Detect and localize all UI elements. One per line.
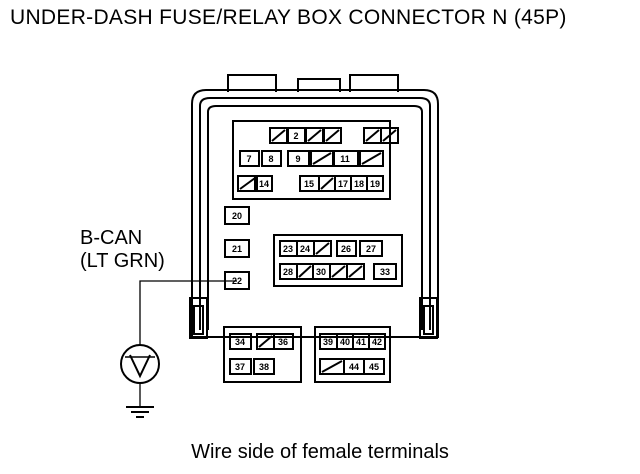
terminal-34 — [229, 333, 252, 350]
terminal-label: 20 — [232, 211, 242, 221]
terminal-36 — [273, 333, 294, 350]
terminal-label: 23 — [283, 244, 293, 254]
terminal-label: 34 — [235, 337, 245, 347]
probe-wire — [139, 280, 237, 345]
terminal-label: 26 — [341, 244, 351, 254]
terminal-label: 18 — [354, 179, 364, 189]
terminal-label: 22 — [232, 276, 242, 286]
terminal-42 — [368, 333, 386, 350]
terminal-20 — [224, 206, 250, 225]
terminal-label: 9 — [295, 154, 300, 164]
terminal-label: 40 — [340, 337, 350, 347]
terminal-label: 27 — [366, 244, 376, 254]
terminal-7 — [239, 150, 260, 167]
terminal-label: 33 — [380, 267, 390, 277]
terminal-label: 36 — [278, 337, 288, 347]
connector-inner-wall — [199, 97, 431, 330]
latch-tab-center — [297, 78, 341, 92]
ground-icon — [126, 406, 154, 418]
voltmeter-icon — [120, 344, 160, 384]
latch-tab-left — [227, 74, 277, 92]
terminal-label: 11 — [340, 154, 350, 164]
terminal-group-bottom-left — [223, 326, 302, 383]
terminal-label: 24 — [300, 244, 310, 254]
terminal-label: 17 — [338, 179, 348, 189]
lock-tab-right-inner — [423, 305, 434, 335]
terminal-label: 42 — [372, 337, 382, 347]
terminal-27 — [359, 240, 383, 257]
terminal-label: 38 — [259, 362, 269, 372]
terminal-label: 45 — [369, 362, 379, 372]
terminal-label: 14 — [259, 179, 269, 189]
terminal-37 — [229, 358, 252, 375]
diagram-title: UNDER-DASH FUSE/RELAY BOX CONNECTOR N (4… — [10, 6, 567, 29]
lock-tab-left — [189, 297, 208, 339]
terminal-label: 39 — [323, 337, 333, 347]
terminal-9 — [287, 150, 310, 167]
terminal-label: 41 — [356, 337, 366, 347]
terminal-group-top — [232, 120, 391, 200]
terminal-label: 21 — [232, 244, 242, 254]
terminal-group-bottom-right — [314, 326, 391, 383]
terminal-label: 7 — [246, 154, 251, 164]
terminal-26 — [336, 240, 357, 257]
terminal-19 — [366, 175, 384, 192]
terminal-label: 37 — [235, 362, 245, 372]
terminal-label: 30 — [316, 267, 326, 277]
lock-tab-right — [419, 297, 438, 339]
terminal-label: 19 — [370, 179, 380, 189]
terminal-11 — [333, 150, 359, 167]
signal-name: B-CAN — [80, 227, 143, 249]
terminal-33 — [373, 263, 397, 280]
terminal-label: 28 — [283, 267, 293, 277]
connector-terminal-area — [207, 105, 423, 330]
terminal-8 — [261, 150, 282, 167]
terminal-group-middle — [273, 234, 403, 287]
terminal-label: 15 — [304, 179, 314, 189]
terminal-45 — [363, 358, 385, 375]
terminal-21 — [224, 239, 250, 258]
terminal-label: 2 — [293, 131, 298, 141]
terminal-14 — [254, 175, 273, 192]
connector-outer-body — [191, 89, 439, 338]
wire-color: (LT GRN) — [80, 250, 165, 272]
terminal-38 — [253, 358, 275, 375]
terminal-label: 8 — [268, 154, 273, 164]
latch-tab-right — [349, 74, 399, 92]
lock-tab-left-inner — [193, 305, 204, 335]
diagram-caption: Wire side of female terminals — [191, 441, 449, 463]
terminal-label: 44 — [349, 362, 359, 372]
